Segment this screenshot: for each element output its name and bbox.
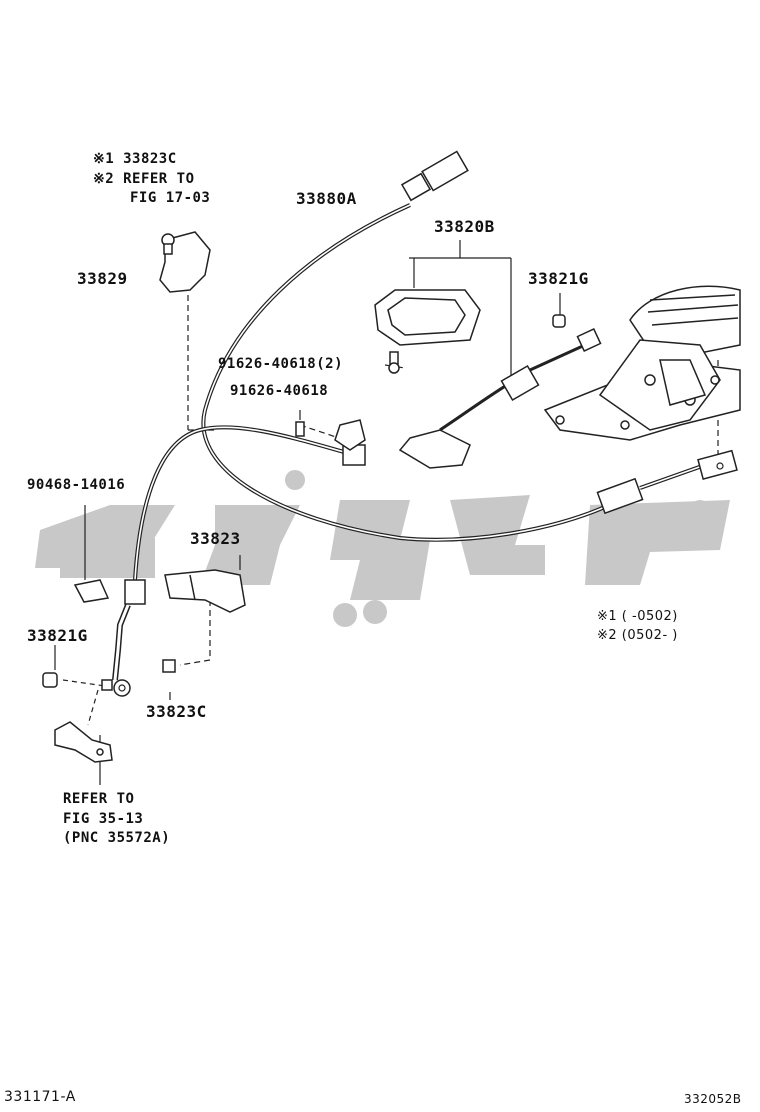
small-parts [42, 231, 566, 763]
boot-33820B [374, 289, 602, 469]
cable-select [112, 425, 366, 697]
footer-left-code: 331171-A [4, 1089, 76, 1105]
clip-91626 [334, 419, 366, 451]
part-label-33821G-left: 33821G [27, 626, 88, 645]
shifter-assembly [543, 285, 741, 441]
clip-90468 [73, 579, 110, 603]
part-label-91626-40618: 91626-40618 [230, 383, 329, 399]
refer-label-3: (PNC 35572A) [63, 830, 171, 846]
note-label-2: ※2 REFER TO [93, 171, 195, 187]
footer-right-code: 332052B [684, 1092, 742, 1106]
lever-35572A [54, 721, 113, 763]
part-label-33823C: 33823C [146, 702, 207, 721]
part-label-90468-14016: 90468-14016 [27, 477, 126, 493]
part-label-33829: 33829 [77, 269, 128, 288]
refer-label-2: FIG 35-13 [63, 811, 144, 827]
refer-label-1: REFER TO [63, 791, 135, 807]
part-label-33880A: 33880A [296, 189, 357, 208]
note-label-1: ※1 33823C [93, 151, 177, 167]
part-label-33821G-top: 33821G [528, 269, 589, 288]
watermark-logo [35, 470, 730, 627]
cable-33880A [201, 150, 738, 542]
legend-row-2: ※2 (0502- ) [597, 628, 678, 643]
bracket-33823 [164, 569, 246, 613]
part-label-33823: 33823 [190, 529, 241, 548]
legend-row-1: ※1 ( -0502) [597, 609, 678, 624]
part-label-91626-40618-2: 91626-40618(2) [218, 356, 344, 372]
note-label-3: FIG 17-03 [130, 190, 211, 206]
part-label-33820B: 33820B [434, 217, 495, 236]
